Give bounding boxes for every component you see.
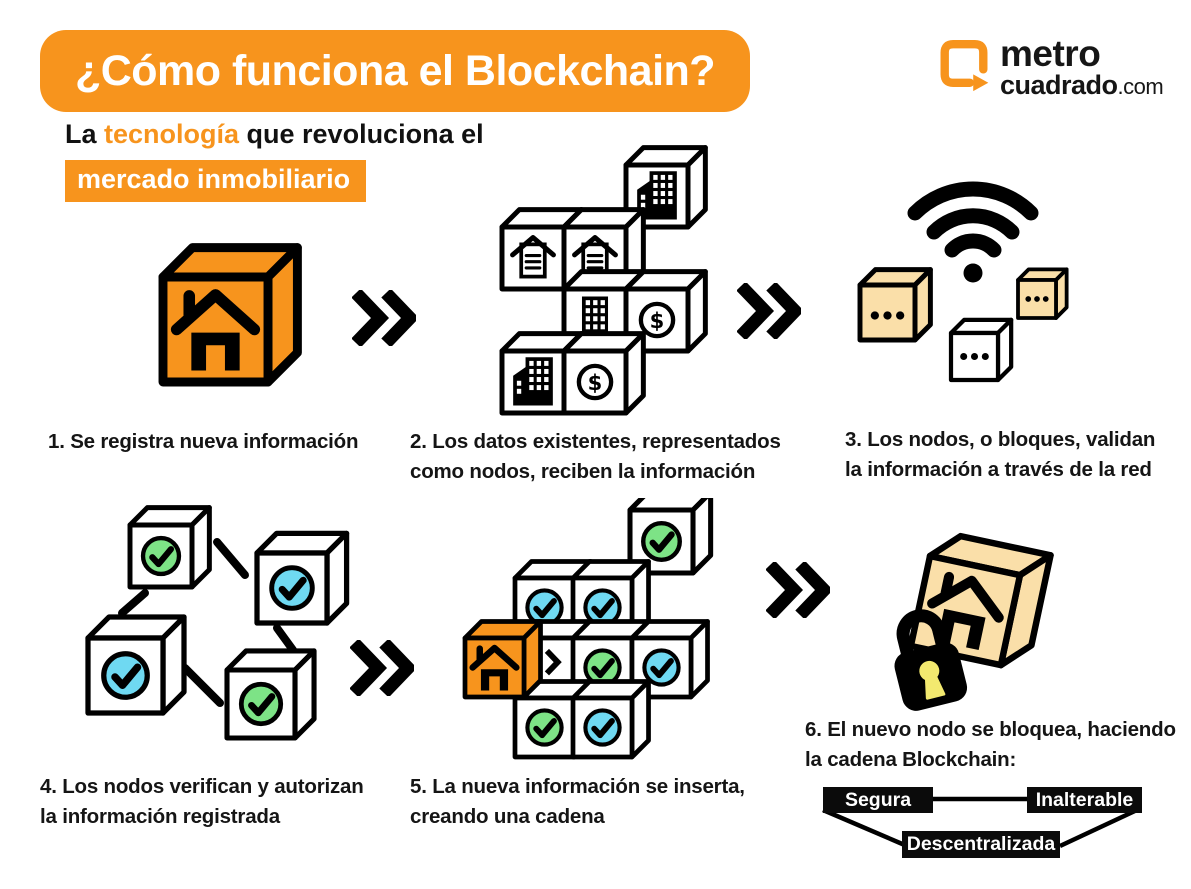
ellipsis-dots-icon [1025, 296, 1049, 302]
subtitle: La tecnología que revoluciona el [65, 119, 484, 150]
network-wifi-nodes-icon [859, 181, 1067, 381]
double-chevron-right-icon [737, 283, 801, 339]
double-chevron-right-icon [766, 562, 830, 618]
double-chevron-right-icon [352, 290, 416, 346]
logo-text: metro cuadrado.com [1000, 33, 1164, 100]
ellipsis-dots-icon [870, 311, 905, 320]
logo-line2-bold: cuadrado [1000, 70, 1118, 100]
ellipsis-dots-icon [960, 352, 989, 361]
dollar-icon [641, 304, 673, 336]
property-chip-descentralizada: Descentralizada [902, 831, 1060, 858]
blue-check-icon [272, 568, 313, 609]
green-check-icon [143, 538, 179, 574]
brand-logo: metro cuadrado.com [938, 33, 1164, 100]
header-banner: ¿Cómo funciona el Blockchain? [40, 30, 750, 112]
metrocuadrado-square-arrow-icon [940, 40, 989, 92]
double-chevron-right-icon [350, 640, 414, 696]
white-node-cube [950, 319, 1012, 381]
wifi-icon [907, 181, 1039, 258]
logo-line2-suffix: .com [1117, 74, 1164, 99]
logo-line2: cuadrado.com [1000, 70, 1164, 100]
locked-node-padlock-icon [894, 530, 1052, 711]
logo-line1: metro [1000, 33, 1101, 74]
green-check-icon [241, 684, 280, 723]
property-chip-segura: Segura [823, 787, 933, 813]
subtitle-prefix: La [65, 119, 105, 149]
padlock-icon [894, 609, 968, 711]
property-connector-lines [822, 796, 1138, 849]
tan-node-cube [1017, 269, 1067, 319]
green-check-icon [527, 710, 561, 744]
tan-node-cube [859, 269, 931, 341]
chain-insertion-cubes-icon [464, 498, 711, 758]
new-info-house-cube-icon [162, 247, 298, 383]
subtitle-suffix: que revoluciona el [239, 119, 484, 149]
wifi-dot [963, 263, 983, 283]
property-chip-inalterable: Inalterable [1027, 787, 1142, 813]
dollar-icon [579, 366, 611, 398]
data-nodes-cubes-icon [501, 147, 706, 414]
verified-nodes-network-icon [87, 507, 347, 739]
subtitle-highlight: tecnología [104, 119, 240, 149]
green-check-icon [643, 523, 680, 560]
blue-check-icon [585, 710, 619, 744]
page-title: ¿Cómo funciona el Blockchain? [74, 46, 716, 95]
blue-check-icon [104, 654, 148, 698]
step-5-caption: 5. La nueva información se inserta,crean… [410, 775, 745, 828]
step-1-caption: 1. Se registra nueva información [48, 430, 359, 453]
network-link-dashes [118, 538, 297, 707]
subtitle-chip: mercado inmobiliario [65, 160, 367, 202]
